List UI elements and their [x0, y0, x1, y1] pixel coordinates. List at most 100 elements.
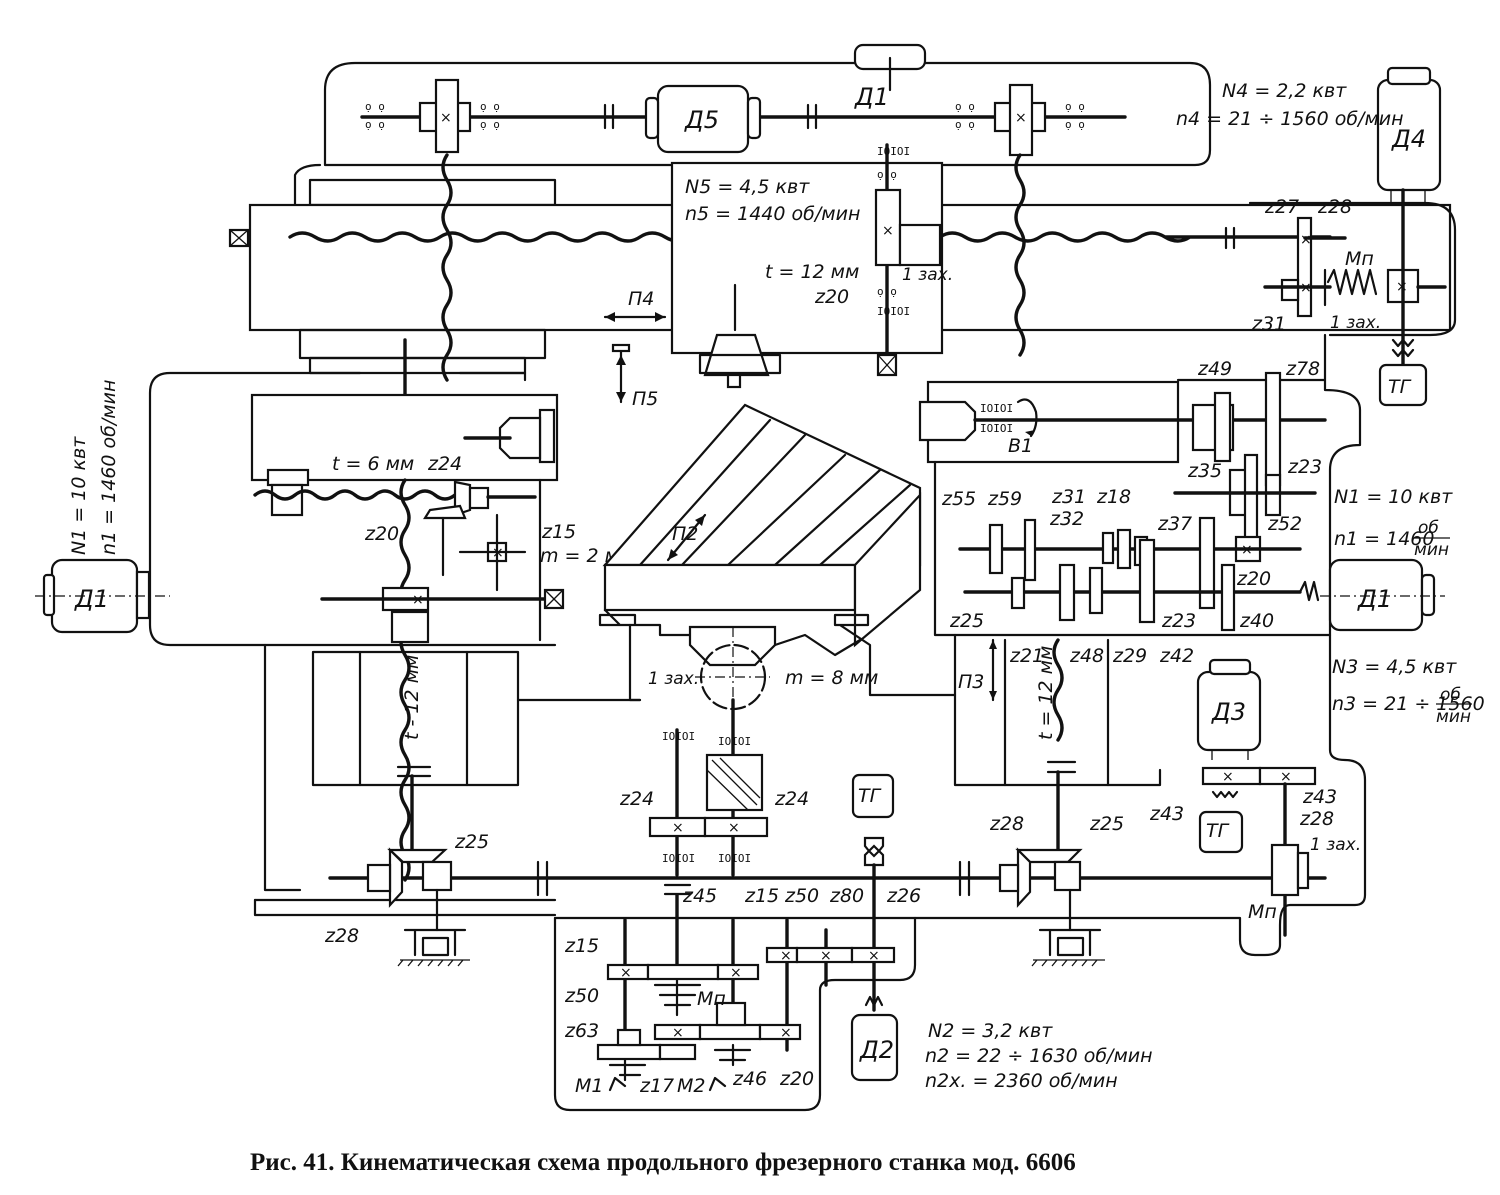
svg-text:×: ×: [780, 948, 792, 964]
svg-text:ọ ọ: ọ ọ: [480, 100, 500, 113]
svg-text:ΙΟΙΟΙ: ΙΟΙΟΙ: [662, 852, 695, 865]
gear-z80: z80: [829, 885, 864, 907]
gear-z50-feed-top: z50: [784, 885, 819, 907]
gear-z25-bottom-left: z25: [454, 831, 489, 853]
gear-z48: z48: [1069, 645, 1104, 667]
top-right-worm-gearbox: × ọ ọọ ọ ọ ọọ ọ: [955, 83, 1085, 157]
gear-z46: z46: [732, 1068, 767, 1090]
gear-z78: z78: [1285, 358, 1320, 380]
n1-right-unit-num: об: [1418, 518, 1439, 538]
clutch-m1: М1: [575, 1075, 603, 1097]
gear-z15-left-head: z15: [541, 521, 576, 543]
gear-z31-right: z31: [1051, 486, 1086, 508]
svg-text:ΙΟΙΟΙ: ΙΟΙΟΙ: [877, 145, 910, 158]
worm-1start-bottom-right: 1 зах.: [1310, 835, 1361, 855]
svg-text:×: ×: [728, 820, 740, 836]
svg-text:ΙΟΙΟΙ: ΙΟΙΟΙ: [980, 402, 1013, 415]
gear-z17: z17: [639, 1075, 674, 1097]
tg-top-right-label: ТГ: [1388, 376, 1412, 398]
table-module-label: m = 8 мм: [785, 667, 878, 689]
movement-p3-arrow: [989, 638, 997, 702]
gear-z59: z59: [987, 488, 1022, 510]
left-head-mechanism: × ×: [253, 468, 565, 882]
svg-text:ΙΟΙΟΙ: ΙΟΙΟΙ: [877, 305, 910, 318]
movement-p2-arrow: [666, 513, 707, 562]
gear-z23-bottom: z23: [1161, 610, 1196, 632]
n2-speed-label: n2 = 22 ÷ 1630 об/мин: [925, 1045, 1153, 1067]
svg-text:ΙΟΙΟΙ: ΙΟΙΟΙ: [718, 735, 751, 748]
right-gearbox-housing: [933, 333, 1362, 637]
right-column-screw-pitch: t = 12 мм: [1035, 646, 1057, 740]
motor-d5: Д5: [644, 84, 762, 154]
svg-text:ọ ọ: ọ ọ: [365, 100, 385, 113]
right-horizontal-spindle: ΙΟΙΟΙ ΙΟΙΟΙ: [918, 380, 1327, 464]
svg-text:ΙΟΙΟΙ: ΙΟΙΟΙ: [662, 730, 695, 743]
left-head-screw-pitch: t = 6 мм: [332, 453, 414, 475]
screw-end-handle[interactable]: [228, 228, 250, 248]
gear-z27: z27: [1264, 196, 1299, 218]
svg-text:×: ×: [1300, 232, 1312, 248]
svg-text:×: ×: [882, 223, 894, 239]
feed-gearbox: × × × × × × × Д2: [553, 893, 917, 1112]
svg-text:ΙΟΙΟΙ: ΙΟΙΟΙ: [980, 422, 1013, 435]
gear-z28-bottom-left: z28: [324, 925, 359, 947]
movement-p4-arrow: [603, 312, 667, 322]
feed-gearbox-labels: z45 z15 z50 z80 z26 z15 z50 z63 z17 z46 …: [564, 885, 921, 1097]
svg-text:×: ×: [620, 965, 632, 981]
svg-text:×: ×: [820, 948, 832, 964]
n2x-speed-label: n2x. = 2360 об/мин: [925, 1070, 1118, 1092]
svg-text:×: ×: [440, 110, 452, 126]
gear-z23-top: z23: [1287, 456, 1322, 478]
gear-z15-feed-left: z15: [564, 935, 599, 957]
right-gearbox-labels: z49 z78 z35 z23 z55 z59 z31 z18 z32 z37 …: [941, 358, 1322, 667]
svg-text:×: ×: [730, 965, 742, 981]
top-crossrail-housing: [323, 43, 1212, 167]
gear-z55: z55: [941, 488, 976, 510]
gear-z15-feed-top: z15: [744, 885, 779, 907]
gear-z28-bottom-right-vertical: z28: [1299, 808, 1334, 830]
svg-text:ọ ọ: ọ ọ: [955, 100, 975, 113]
gear-z21: z21: [1009, 645, 1044, 667]
n4-power-label: N4 = 2,2 квт: [1222, 80, 1347, 102]
gear-z26: z26: [886, 885, 921, 907]
movement-p4-label: П4: [628, 288, 654, 310]
motor-d2-label: Д2: [859, 1036, 894, 1064]
gear-z42: z42: [1159, 645, 1194, 667]
svg-text:×: ×: [780, 1025, 792, 1041]
worm-1start-top-center: 1 зах.: [902, 265, 953, 285]
gear-z31-top-right: z31: [1251, 313, 1286, 335]
motor-d3-label: Д3: [1211, 698, 1246, 726]
gear-z37: z37: [1157, 513, 1192, 535]
top-spindle-head: × ΙΟΙΟΙ ọ ọ ọ ọ ΙΟΙΟΙ: [670, 143, 944, 389]
gear-z20-feed: z20: [779, 1068, 814, 1090]
n1-left-speed-label: n1 = 1460 об/мин: [98, 380, 120, 555]
left-column-coupling: [396, 765, 432, 852]
tachogenerator-center: ТГ: [851, 773, 895, 1012]
svg-text:ọ ọ: ọ ọ: [877, 285, 897, 298]
gear-z20-top: z20: [814, 286, 849, 308]
gear-z24-left-head: z24: [427, 453, 462, 475]
motor-d1-top-label: Д1: [854, 83, 889, 111]
n3-power-label: N3 = 4,5 квт: [1332, 656, 1457, 678]
top-coupling-right: [806, 103, 818, 130]
clutch-mp-top-right: Мп: [1345, 248, 1374, 270]
worm-1start-top-right: 1 зах.: [1330, 313, 1381, 333]
svg-text:ọ ọ: ọ ọ: [955, 118, 975, 131]
motor-d3: Д3: [1196, 658, 1262, 760]
bottom-coupling-left: [536, 860, 549, 897]
movement-p2-label: П2: [672, 523, 698, 545]
clutch-mp-feed: Мп: [697, 988, 726, 1010]
gear-z24-table-right: z24: [774, 788, 809, 810]
n2-power-label: N2 = 3,2 квт: [928, 1020, 1053, 1042]
left-column-housing: [148, 371, 559, 647]
movement-p5-arrow: [611, 343, 631, 404]
gear-z52: z52: [1267, 513, 1302, 535]
left-column-lower: [253, 643, 642, 917]
gear-z18: z18: [1096, 486, 1131, 508]
left-column-screw-pitch: t - 12 мм: [401, 655, 423, 740]
svg-text:×: ×: [868, 948, 880, 964]
gear-z43-left: z43: [1149, 803, 1184, 825]
gear-z45: z45: [682, 885, 717, 907]
svg-text:×: ×: [672, 1025, 684, 1041]
